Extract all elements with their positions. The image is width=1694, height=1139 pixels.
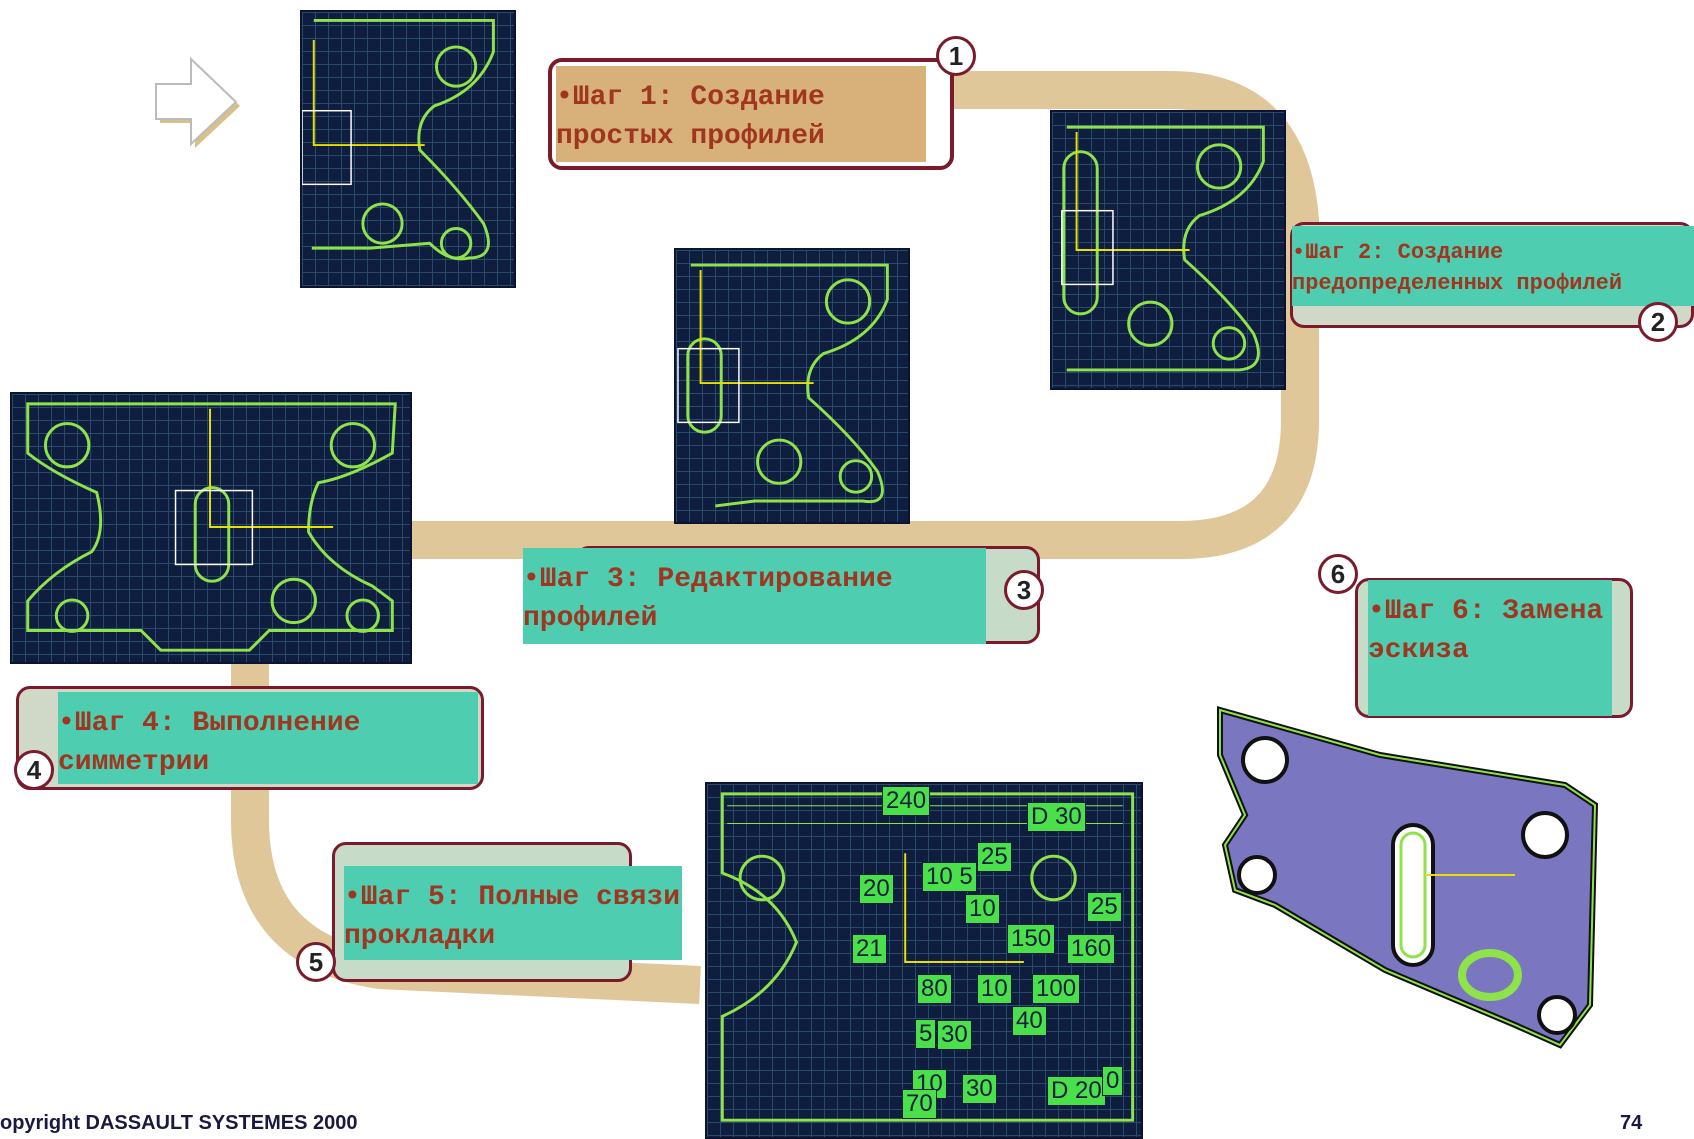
dimension-label: 25 bbox=[977, 842, 1012, 872]
step2-number-badge: 2 bbox=[1638, 302, 1678, 342]
step4-callout: •Шаг 4: Выполнение симметрии bbox=[58, 692, 478, 784]
dimension-label: 5 bbox=[915, 1019, 936, 1049]
step2-callout: •Шаг 2: Создание предопределенных профил… bbox=[1292, 226, 1694, 306]
step6-text: •Шаг 6: Замена эскиза bbox=[1368, 596, 1603, 666]
dimension-label: 21 bbox=[852, 934, 887, 964]
step3-callout: •Шаг 3: Редактирование профилей bbox=[523, 548, 986, 644]
step6-callout: •Шаг 6: Замена эскиза bbox=[1368, 580, 1612, 716]
dimension-label: D 20 bbox=[1047, 1076, 1106, 1106]
step4-number-badge: 4 bbox=[14, 750, 54, 790]
dimension-label: 70 bbox=[902, 1089, 937, 1119]
step3-number-badge: 3 bbox=[1004, 570, 1044, 610]
dimension-label: 10 5 bbox=[922, 862, 977, 892]
dimension-label: 20 bbox=[859, 874, 894, 904]
step1-callout: •Шаг 1: Создание простых профилей bbox=[556, 66, 926, 162]
step3-text: •Шаг 3: Редактирование профилей bbox=[523, 564, 893, 634]
step5-callout: •Шаг 5: Полные связи прокладки bbox=[344, 866, 682, 960]
copyright-text: opyright DASSAULT SYSTEMES 2000 bbox=[0, 1112, 357, 1135]
page-number: 74 bbox=[1620, 1112, 1642, 1135]
dimension-label: 80 bbox=[917, 974, 952, 1004]
step4-text: •Шаг 4: Выполнение симметрии bbox=[58, 708, 360, 778]
dimension-label: 160 bbox=[1067, 934, 1115, 964]
dimension-label: D 30 bbox=[1027, 802, 1086, 832]
dimension-label: 10 bbox=[977, 974, 1012, 1004]
step6-number-badge: 6 bbox=[1318, 554, 1358, 594]
dimension-label: 150 bbox=[1007, 924, 1055, 954]
dimension-label: 25 bbox=[1087, 892, 1122, 922]
sketch-panel-step4 bbox=[10, 392, 412, 664]
dimension-label: 30 bbox=[962, 1074, 997, 1104]
dimension-label: 30 bbox=[937, 1020, 972, 1050]
dimension-label: 100 bbox=[1032, 974, 1080, 1004]
dimension-label: 0 bbox=[1102, 1066, 1123, 1096]
step1-text: •Шаг 1: Создание простых профилей bbox=[556, 82, 825, 152]
sketch-panel-step1 bbox=[300, 10, 516, 288]
step2-text: •Шаг 2: Создание предопределенных профил… bbox=[1292, 240, 1622, 296]
step5-text: •Шаг 5: Полные связи прокладки bbox=[344, 882, 680, 952]
dimension-label: 40 bbox=[1012, 1006, 1047, 1036]
step5-number-badge: 5 bbox=[296, 942, 336, 982]
arrow-right-icon bbox=[150, 48, 250, 168]
dimension-label: 10 bbox=[965, 894, 1000, 924]
sketch-panel-step3 bbox=[674, 248, 910, 524]
step1-number-badge: 1 bbox=[936, 36, 976, 76]
sketch-panel-step2 bbox=[1050, 110, 1286, 390]
dimension-label: 240 bbox=[882, 786, 930, 816]
solid-part-3d bbox=[1215, 705, 1605, 1055]
